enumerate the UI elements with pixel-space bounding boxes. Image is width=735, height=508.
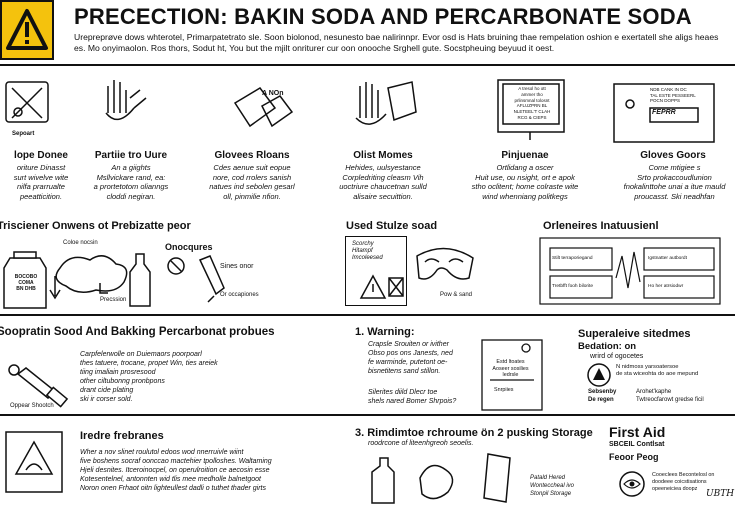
dropper-icon <box>198 255 225 296</box>
right-item-5: De regen <box>588 397 614 403</box>
feprr-label: FEPRR <box>652 109 676 116</box>
chart-label-2: Igstnatter autbordt <box>648 256 687 261</box>
warning-icon <box>359 274 387 299</box>
right-item-4: Arohet'kaphe <box>636 389 672 395</box>
storage-illustration-bottom <box>371 453 511 504</box>
brush-illustration <box>8 364 69 408</box>
section-title-products: Soopratin Sood And Bakking Percarbonat p… <box>0 326 275 338</box>
hazard-sign-illustration <box>5 431 63 493</box>
right-item-2: de sta wiceohta do aoe mepund <box>616 371 699 377</box>
right-item-6: Twtreocfarowt gredse ficil <box>636 397 704 403</box>
notice-board-icon <box>497 79 565 140</box>
section-title-storage: Trisciener Onwens ot Prebizatte peor <box>0 220 191 232</box>
col-text-2: An a giights Msllvickare rand, ea: a pro… <box>93 163 169 201</box>
colon-pack-label: Coloe nocsin <box>63 240 98 246</box>
right-item-3: Sebsenby <box>588 389 617 395</box>
goggles-illustration <box>359 247 474 299</box>
col-text-5: Ortlidang a oscer Huit use, ou nsight, o… <box>471 163 579 201</box>
goggles-icon <box>416 247 474 280</box>
warning-title: 1. Warning: <box>355 326 415 338</box>
first-aid-title: First Aid <box>609 424 666 440</box>
products-text: Carpfelerwolle on Duiemaors poorpoarl th… <box>80 351 218 403</box>
divider <box>0 64 735 66</box>
eye-circle-icon <box>619 471 645 497</box>
gloves-icon <box>233 87 294 128</box>
superaleive-title: Superaleive sitedmes <box>578 328 691 340</box>
lock-icon <box>521 343 531 353</box>
no-tools-icon <box>5 81 49 123</box>
chart-label-3: Tretbfft fooh bilorite <box>552 284 594 289</box>
pouch-icon <box>483 453 511 503</box>
divider <box>0 314 735 316</box>
right-item-1: N nidmoss yarsoatersoe <box>616 364 679 370</box>
spray-bottle-icon <box>371 457 395 504</box>
col-text-3: Cdes aenue suit eopue nore, cod rrolers … <box>209 163 295 201</box>
col-title-5: Pinjuenae <box>501 150 549 161</box>
cross-box-icon <box>388 277 404 297</box>
intro-paragraph: Urepreprøve dows whterotel, Primarpatetr… <box>74 32 719 53</box>
first-aid-sub: SBCEIL Contlsat <box>609 441 665 448</box>
section-title-orleneires: Orleneires Inatuusienl <box>543 220 659 232</box>
col-title-6: Gloves Goors <box>640 150 706 161</box>
hazard-triangle-icon <box>14 440 54 475</box>
col-title-1: lope Donee <box>14 150 68 161</box>
warning-text: Crapsle Srouiten or ivither Obso pos ons… <box>368 341 453 375</box>
col-text-4: Hehides, uulsyestance Corpledriting clea… <box>339 163 427 201</box>
jar-icon <box>3 257 47 309</box>
caution-circle-icon <box>587 363 611 387</box>
cleaning-hand-icon <box>355 81 417 125</box>
label-box-icon <box>613 83 715 143</box>
storage-illustration <box>3 251 225 309</box>
brush-label: Oppear Shootch <box>10 403 54 409</box>
pow-sand-label: Pow & sand <box>440 292 473 298</box>
non-label: A NOn <box>262 90 284 97</box>
or-occapiones-label: Or occapiones <box>220 292 259 298</box>
bottle-icon <box>129 253 151 307</box>
bedation-sub: wrird of ogocetes <box>590 353 644 360</box>
storage-title: 3. Rimdimtoe rchroume ön 2 pusking Stora… <box>355 427 593 439</box>
ppe-icons-row <box>5 79 715 143</box>
section-title-frebranes: Iredre frebranes <box>80 430 164 442</box>
storage-sub: roodrcone of liteenhgreoh seoelis. <box>368 440 474 447</box>
chart-label-4: Ho her atrsiodwr <box>648 284 684 289</box>
divider <box>0 414 735 416</box>
splash-icon <box>419 464 454 500</box>
warning-triangle-icon <box>6 9 48 50</box>
onocqures-label: Onocqures <box>165 242 213 252</box>
frebranes-text: Wher a nov slinet roulutol edoos wod nne… <box>80 449 272 492</box>
first-aid-sub2: Feoor Peog <box>609 452 659 462</box>
col-text-6: Come mtigiee s Srto prokaccoudlunion fno… <box>623 163 726 201</box>
section-title-used: Used Stulze soad <box>346 220 438 232</box>
warning-sign <box>0 0 54 60</box>
col-title-2: Partiie tro Uure <box>94 150 168 161</box>
col-title-3: Glovees Rloans <box>214 150 290 161</box>
sines-onor-label: Sines onor <box>220 263 254 270</box>
bedation-label: Bedation: on <box>578 341 637 352</box>
no-sign-icon <box>167 257 185 275</box>
warning-text-2: Silerites diild Dlecr toe shels nared Bo… <box>368 389 457 405</box>
col-title-4: Olist Momes <box>353 150 413 161</box>
chart-label-1: Stilt terraporiegand <box>552 256 593 261</box>
panel-label-2: Snrpiies <box>494 387 514 393</box>
dashboard-diagram <box>539 237 721 305</box>
separt-label: Sepoart <box>12 131 35 137</box>
lock-panel-illustration <box>481 339 543 411</box>
processing-label: Precssion <box>100 297 127 303</box>
col-text-1: oriture Dinasst surt wivelve wite nilfa … <box>13 163 69 201</box>
cloud-bag-icon <box>55 255 128 293</box>
page-title: PRECECTION: BAKIN SODA AND PERCARBONATE … <box>74 4 692 29</box>
signature: UBTH <box>706 489 735 499</box>
hands-icon <box>105 80 147 121</box>
